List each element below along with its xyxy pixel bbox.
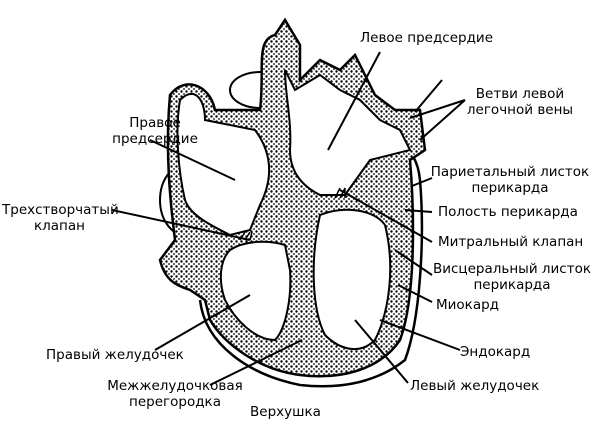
label-line: перегородка — [129, 394, 221, 410]
label-line: Париетальный листок — [430, 164, 590, 180]
parietal-pericardium — [198, 148, 424, 388]
label-parietal-pericardium: Париетальный листок перикарда — [430, 164, 590, 196]
label-septum: Межжелудочковая перегородка — [105, 378, 245, 410]
label-line: предсердие — [112, 131, 198, 147]
label-visceral-pericardium: Висцеральный листок перикарда — [432, 261, 592, 293]
label-line: Трехстворчатый — [2, 202, 119, 218]
label-left-atrium: Левое предсердие — [360, 30, 494, 46]
label-apex: Верхушка — [250, 404, 321, 420]
leader-lines — [111, 51, 466, 386]
label-right-ventricle: Правый желудочек — [46, 347, 184, 363]
label-pulmonary-veins: Ветви левой легочной вены — [460, 86, 580, 118]
label-line: Межжелудочковая — [107, 378, 243, 394]
label-line: клапан — [34, 218, 85, 234]
label-line: Висцеральный листок — [432, 261, 592, 277]
label-endocardium: Эндокард — [460, 344, 531, 360]
label-line: легочной вены — [466, 102, 574, 118]
label-line: перикарда — [471, 180, 549, 196]
label-line: Правое — [129, 115, 181, 131]
label-left-ventricle: Левый желудочек — [410, 378, 540, 394]
label-pericardial-cavity: Полость перикарда — [438, 204, 578, 220]
label-mitral-valve: Митральный клапан — [438, 234, 584, 250]
label-line: Ветви левой — [475, 86, 565, 102]
label-right-atrium: Правое предсердие — [105, 115, 205, 147]
label-myocardium: Миокард — [436, 297, 500, 313]
label-line: перикарда — [473, 277, 551, 293]
label-tricuspid-valve: Трехстворчатый клапан — [2, 202, 119, 234]
